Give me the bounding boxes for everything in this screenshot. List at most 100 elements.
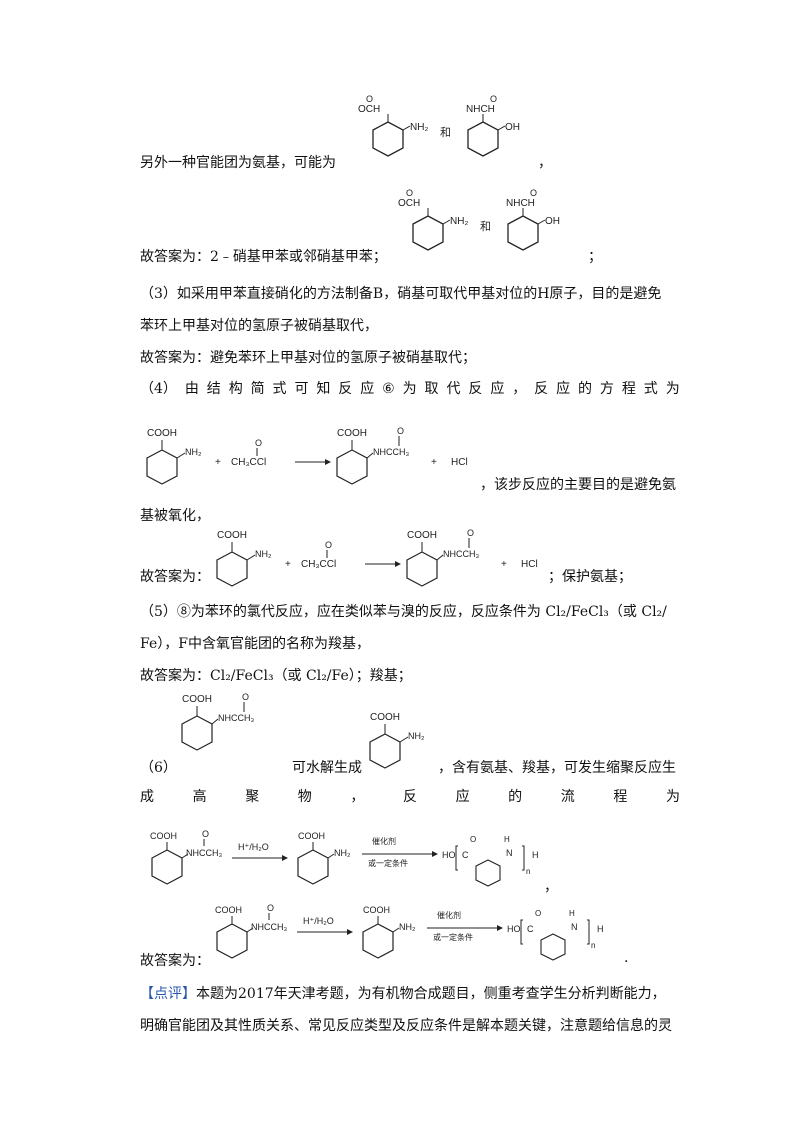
acetylamino-benzoic-acid: COOH NHCCH₃ O: [181, 692, 254, 751]
isomer-structures-2: OCH O NH₂ 和 NHCH O OH: [398, 188, 560, 251]
svg-text:H⁺/H₂O: H⁺/H₂O: [238, 842, 269, 852]
svg-text:NHCCH₃: NHCCH₃: [443, 549, 479, 559]
spread-char: 应: [360, 381, 375, 397]
svg-text:H⁺/H₂O: H⁺/H₂O: [303, 916, 334, 926]
svg-text:O: O: [530, 188, 537, 198]
text-line: 故答案为：Cl₂/FeCl₃（或 Cl₂/Fe）；羧基；: [140, 668, 412, 684]
text-line: 故答案为：避免苯环上甲基对位的氢原子被硝基取代；: [140, 350, 476, 366]
svg-text:OH: OH: [545, 216, 560, 227]
svg-text:C: C: [462, 850, 469, 860]
svg-text:COOH: COOH: [182, 694, 212, 705]
spread-char: 取: [424, 381, 439, 397]
aminobenzoic-acid: COOH NH₂: [369, 712, 425, 769]
text-line: ，该步反应的主要目的是避免氨: [480, 477, 676, 493]
svg-text:H: H: [504, 835, 510, 844]
text-line: ；保护氨基；: [548, 569, 632, 585]
spread-char: 程: [621, 381, 636, 397]
svg-text:NH₂: NH₂: [408, 731, 425, 741]
svg-text:+: +: [215, 457, 221, 468]
spread-char: 流: [560, 789, 575, 805]
spread-char: 的: [508, 789, 523, 805]
spread-char: （4）: [140, 381, 177, 397]
svg-text:OH: OH: [505, 122, 520, 133]
svg-text:HO: HO: [507, 924, 521, 934]
spread-char: 方: [599, 381, 614, 397]
svg-text:n: n: [591, 941, 595, 950]
spread-char: 知: [316, 381, 331, 397]
spread-char: 代: [446, 381, 461, 397]
isomer-structures-1: OCH O NH₂ 和 NHCH O OH: [358, 94, 520, 157]
svg-text:COOH: COOH: [147, 428, 177, 439]
svg-text:COOH: COOH: [215, 905, 242, 915]
text-line: 苯环上甲基对位的氢原子被硝基取代，: [140, 318, 378, 334]
svg-text:COOH: COOH: [370, 712, 400, 723]
svg-text:OCH: OCH: [358, 104, 380, 115]
svg-text:O: O: [325, 540, 332, 550]
spread-char: 由: [184, 381, 199, 397]
svg-text:NHCCH₃: NHCCH₃: [186, 848, 222, 858]
svg-text:HCl: HCl: [521, 559, 538, 570]
text-line: 故答案为：2﹣硝基甲苯或邻硝基甲苯；: [140, 249, 387, 265]
svg-text:O: O: [242, 692, 249, 702]
svg-text:H: H: [597, 924, 604, 934]
svg-text:O: O: [366, 94, 373, 104]
svg-text:O: O: [255, 438, 262, 448]
spread-char: 为: [402, 381, 417, 397]
text-line: 可水解生成: [292, 760, 362, 776]
text-line: ，: [538, 155, 552, 171]
spread-char: 聚: [245, 789, 260, 805]
spread-char: 程: [613, 789, 628, 805]
spread-char: ，: [512, 381, 527, 397]
svg-text:COOH: COOH: [217, 530, 247, 541]
spread-char: 应: [556, 381, 571, 397]
polymer-flow-1: COOH NHCCH₃ O H⁺/H₂O COOH NH₂ 催化剂 或一定条件 …: [150, 829, 539, 887]
svg-text:O: O: [467, 528, 474, 538]
spread-char: 成: [140, 789, 154, 805]
svg-text:N: N: [571, 922, 578, 932]
svg-text:CH₃CCl: CH₃CCl: [231, 457, 266, 468]
svg-text:COOH: COOH: [337, 428, 367, 439]
text-line: ，含有氨基、羧基，可发生缩聚反应生: [438, 760, 676, 776]
spread-char: 构: [228, 381, 243, 397]
svg-text:COOH: COOH: [150, 831, 177, 841]
polymer-flow-2: COOH NHCCH₃ O H⁺/H₂O COOH NH₂ 催化剂 或一定条件 …: [215, 903, 604, 961]
spread-char: 应: [455, 789, 470, 805]
svg-text:COOH: COOH: [298, 831, 325, 841]
text-line: 另外一种官能团为氨基，可能为: [140, 155, 336, 171]
svg-text:+: +: [501, 559, 507, 570]
svg-text:C: C: [527, 924, 534, 934]
svg-text:O: O: [470, 835, 476, 844]
svg-text:催化剂: 催化剂: [437, 910, 461, 920]
spread-char: 简: [250, 381, 265, 397]
svg-text:和: 和: [440, 126, 451, 139]
comment-line-2: 明确官能团及其性质关系、常见反应类型及反应条件是解本题关键，注意题给信息的灵: [140, 1018, 672, 1034]
spread-char: 物: [297, 789, 312, 805]
text-line: （5）⑧为苯环的氯代反应，应在类似苯与溴的反应，反应条件为 Cl₂/FeCl₃（…: [140, 604, 667, 620]
svg-text:O: O: [267, 903, 274, 913]
text-line: 基被氧化，: [140, 508, 210, 524]
text-line: （3）如采用甲苯直接硝化的方法制备B，硝基可取代甲基对位的H原子，目的是避免: [140, 286, 662, 302]
svg-text:NH₂: NH₂: [450, 216, 468, 227]
svg-text:N: N: [506, 848, 513, 858]
svg-text:O: O: [202, 829, 209, 839]
svg-text:H: H: [569, 909, 575, 918]
svg-text:催化剂: 催化剂: [372, 836, 396, 846]
svg-text:NH₂: NH₂: [410, 122, 428, 133]
spread-char: 反: [468, 381, 483, 397]
svg-text:H: H: [532, 850, 539, 860]
svg-text:O: O: [406, 188, 413, 198]
svg-text:n: n: [526, 867, 530, 876]
spread-char: 为: [665, 789, 680, 805]
svg-text:NHCH: NHCH: [506, 198, 535, 209]
svg-text:O: O: [535, 909, 541, 918]
comment-tag: 【点评】: [140, 986, 196, 1002]
spread-char: 高: [192, 789, 207, 805]
svg-text:OCH: OCH: [398, 198, 420, 209]
spread-char: 反: [402, 789, 417, 805]
spread-char: 结: [206, 381, 221, 397]
svg-text:NH₂: NH₂: [399, 922, 416, 932]
spread-char: 反: [534, 381, 549, 397]
svg-text:+: +: [431, 457, 437, 468]
svg-text:O: O: [490, 94, 497, 104]
